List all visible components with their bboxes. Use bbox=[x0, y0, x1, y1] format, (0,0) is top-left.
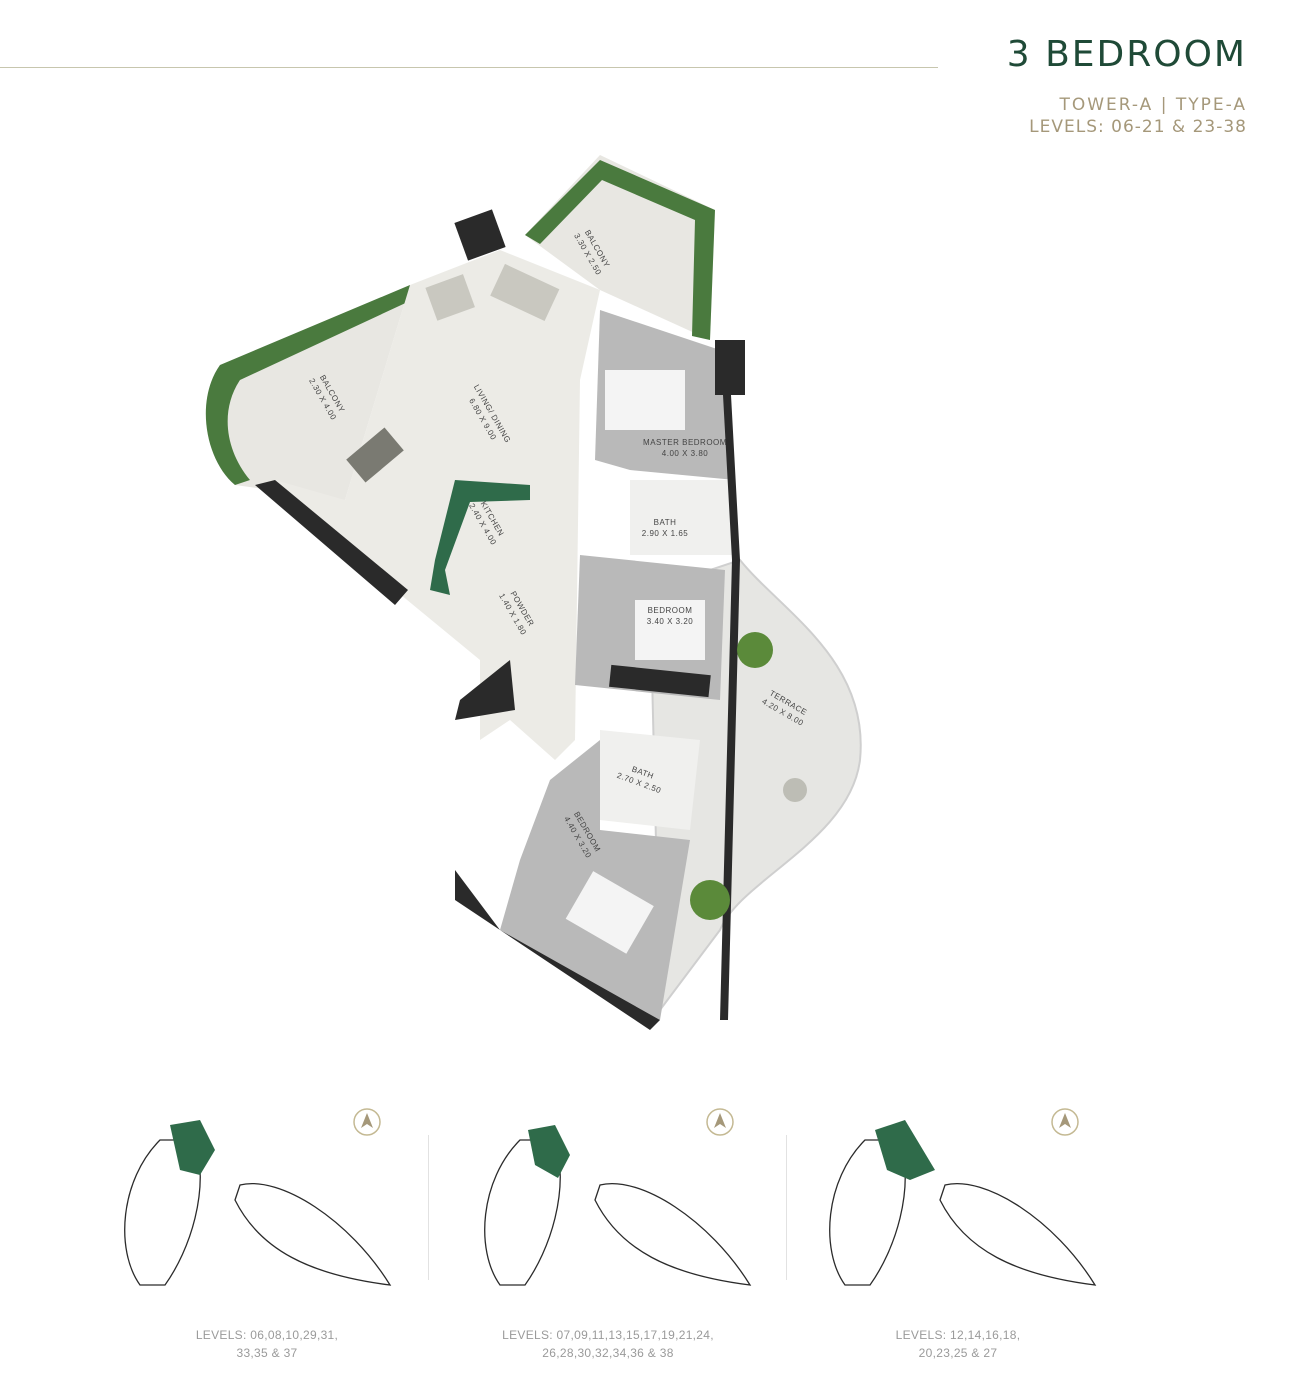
wall-east bbox=[720, 340, 740, 1020]
master-bath-label: BATH 2.90 X 1.65 bbox=[642, 518, 688, 538]
svg-text:MASTER BEDROOM: MASTER BEDROOM bbox=[643, 438, 727, 447]
plant-1 bbox=[737, 632, 773, 668]
sofa-left bbox=[425, 274, 475, 321]
svg-text:BATH: BATH bbox=[654, 518, 677, 527]
tower-type-label: TOWER-A | TYPE-A bbox=[1059, 95, 1247, 115]
key-plan-2 bbox=[484, 1108, 752, 1286]
key-divider-1 bbox=[428, 1135, 429, 1280]
bedroom-2-label: BEDROOM 3.40 X 3.20 bbox=[647, 606, 693, 626]
bedroom-2-bed bbox=[635, 600, 705, 660]
wall-south bbox=[455, 660, 515, 720]
north-arrow-icon bbox=[706, 1108, 734, 1136]
terrace-chair bbox=[783, 778, 807, 802]
master-bath-floor bbox=[630, 480, 735, 555]
plant-2 bbox=[690, 880, 730, 920]
master-bed bbox=[605, 370, 685, 430]
levels-label: LEVELS: 06-21 & 23-38 bbox=[1029, 117, 1247, 137]
wall-bed2 bbox=[609, 664, 711, 698]
bath-2-floor bbox=[600, 730, 700, 830]
planter-left bbox=[205, 285, 412, 485]
column-top bbox=[454, 209, 506, 261]
header-rule bbox=[0, 67, 938, 68]
master-bedroom-label: MASTER BEDROOM 4.00 X 3.80 bbox=[643, 438, 727, 458]
svg-text:4.00 X 3.80: 4.00 X 3.80 bbox=[662, 449, 708, 458]
column-right bbox=[715, 340, 745, 395]
svg-text:BEDROOM: BEDROOM bbox=[648, 606, 693, 615]
key-caption-1: LEVELS: 06,08,10,29,31, 33,35 & 37 bbox=[195, 1328, 339, 1360]
floor-plan: BALCONY 3.30 X 2.50 BALCONY 2.30 X 4.00 … bbox=[205, 155, 862, 1030]
key-caption-2: LEVELS: 07,09,11,13,15,17,19,21,24, 26,2… bbox=[502, 1328, 714, 1360]
north-arrow-icon bbox=[353, 1108, 381, 1136]
svg-text:2.90 X 1.65: 2.90 X 1.65 bbox=[642, 529, 688, 538]
north-arrow-icon bbox=[1051, 1108, 1079, 1136]
balcony-left-area bbox=[205, 285, 410, 500]
living-floor bbox=[275, 250, 600, 760]
dining-table bbox=[346, 427, 404, 483]
key-caption-3: LEVELS: 12,14,16,18, 20,23,25 & 27 bbox=[895, 1328, 1021, 1360]
key-plan-1 bbox=[124, 1108, 392, 1286]
key-divider-2 bbox=[786, 1135, 787, 1280]
wall-bed3 bbox=[455, 870, 660, 1030]
svg-text:3.40 X 3.20: 3.40 X 3.20 bbox=[647, 617, 693, 626]
planter-top bbox=[525, 160, 715, 340]
bedroom-3-bed bbox=[565, 871, 654, 954]
sofa-right bbox=[490, 263, 560, 321]
kitchen-counter bbox=[430, 480, 530, 595]
wall-south-west bbox=[255, 480, 408, 605]
page-title: 3 BEDROOM bbox=[1006, 34, 1247, 75]
key-plan-3 bbox=[829, 1108, 1097, 1286]
